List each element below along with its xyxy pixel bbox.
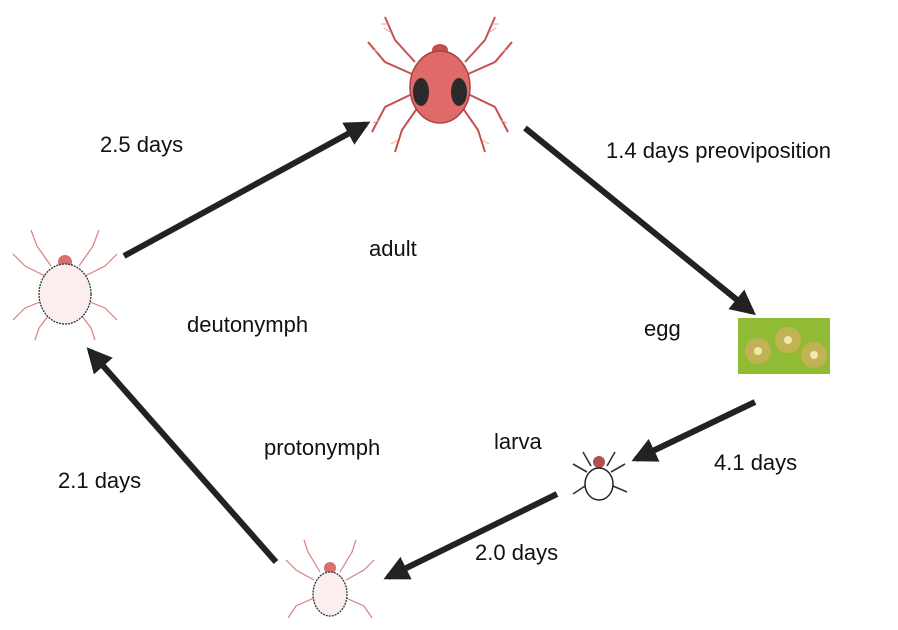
duration-label-2-1-days: 2.1 days (58, 470, 141, 492)
protonymph-mite-icon (286, 540, 374, 618)
duration-label-1-4-days-preoviposition: 1.4 days preoviposition (606, 140, 831, 162)
duration-label-2-5-days: 2.5 days (100, 134, 183, 156)
stage-label-egg: egg (644, 318, 681, 340)
stage-label-deutonymph: deutonymph (187, 314, 308, 336)
deutonymph-mite-icon (13, 230, 117, 340)
stage-label-protonymph: protonymph (264, 437, 380, 459)
stage-label-larva: larva (494, 431, 542, 453)
duration-label-4-1-days: 4.1 days (714, 452, 797, 474)
larva-mite-icon (573, 452, 627, 500)
stage-label-adult: adult (369, 238, 417, 260)
arrow-protonymph-to-deutonymph (90, 351, 276, 562)
adult-mite-icon (368, 17, 512, 152)
duration-label-2-0-days: 2.0 days (475, 542, 558, 564)
egg-cluster-icon (738, 318, 830, 374)
